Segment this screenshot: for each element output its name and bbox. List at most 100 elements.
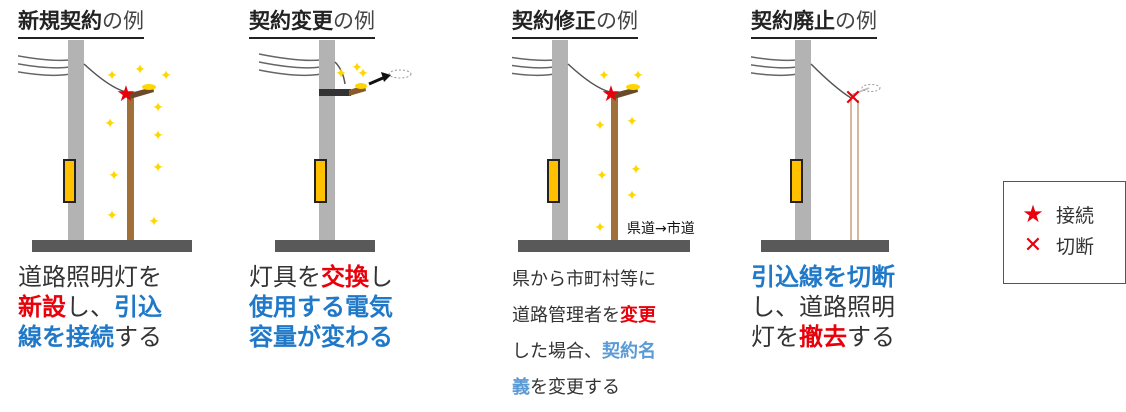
ground-base [275, 240, 375, 252]
svg-text:✦: ✦ [351, 60, 363, 76]
desc-text: 道路照明灯を [18, 263, 162, 291]
desc-line: 県から市町村等に [512, 262, 656, 298]
panel-title: 契約変更の例 [249, 6, 375, 39]
desc-line: 線を接続する [18, 322, 162, 352]
desc-line: 容量が変わる [249, 322, 393, 352]
connection-star-icon: ★ [601, 82, 621, 107]
desc-text: した場合、 [512, 341, 602, 362]
svg-text:✦: ✦ [626, 114, 638, 130]
desc-line: 引込線を切断 [751, 262, 895, 292]
desc-text: する [114, 323, 162, 351]
desc-text: 道路管理者を [512, 305, 620, 326]
utility-wires [751, 56, 798, 77]
panel-title: 新規契約の例 [18, 6, 144, 39]
utility-wires [258, 53, 322, 77]
lighting-pole [127, 96, 134, 243]
svg-text:✦: ✦ [626, 188, 638, 204]
desc-text: 灯を [751, 323, 799, 351]
title-suffix: の例 [333, 9, 375, 33]
ground-base [32, 240, 192, 252]
legend-label: 接続 [1056, 204, 1095, 227]
desc-text: 灯具を [249, 263, 321, 291]
service-wire [83, 63, 127, 93]
lamp-bracket [319, 89, 351, 96]
desc-text: し、道路照明 [751, 293, 895, 321]
svg-text:✦: ✦ [335, 66, 347, 82]
panel-description: 県から市町村等に 道路管理者を変更 した場合、契約名 義を変更する [512, 262, 656, 406]
street-lamp [610, 87, 638, 99]
desc-highlight: 線を接続 [18, 323, 114, 351]
desc-line: 灯具を交換し [249, 262, 393, 292]
service-wire [567, 63, 611, 93]
name-plate [314, 159, 327, 203]
svg-text:✦: ✦ [598, 68, 610, 84]
name-plate [63, 159, 76, 203]
utility-pole [68, 40, 84, 243]
desc-highlight: 容量が変わる [249, 323, 393, 351]
removed-lamp-outline [850, 87, 870, 96]
desc-line: 義を変更する [512, 370, 656, 406]
sparkle-icon: ✦✦✦ ✦✦✦ ✦✦✦ ✦ [104, 62, 172, 230]
illustration-contract-termination: ✕ [751, 40, 889, 252]
desc-line: 灯を撤去する [751, 322, 895, 352]
title-suffix: の例 [596, 9, 638, 33]
replace-arrow-icon [368, 76, 384, 86]
svg-text:✦: ✦ [630, 162, 642, 178]
cut-x-icon: ✕ [844, 86, 862, 111]
svg-text:✦: ✦ [596, 168, 608, 184]
svg-text:✦: ✦ [108, 168, 120, 184]
svg-text:✦: ✦ [106, 208, 118, 224]
desc-text: し [369, 263, 393, 291]
title-suffix: の例 [102, 9, 144, 33]
desc-highlight: 引込線を切断 [751, 263, 895, 291]
panel-description: 道路照明灯を 新設し、引込 線を接続する [18, 262, 162, 352]
svg-text:✦: ✦ [152, 100, 164, 116]
street-lamp [126, 87, 154, 99]
svg-text:✦: ✦ [134, 62, 146, 78]
desc-text: を変更する [530, 377, 620, 398]
lighting-pole [611, 96, 618, 243]
utility-wires [18, 55, 71, 77]
svg-text:✦: ✦ [632, 68, 644, 84]
utility-pole [795, 40, 811, 243]
svg-text:✦: ✦ [160, 68, 172, 84]
svg-text:✦: ✦ [148, 214, 160, 230]
svg-text:✦: ✦ [357, 66, 369, 82]
panel-description: 灯具を交換し 使用する電気 容量が変わる [249, 262, 393, 352]
illustration-contract-correction: ★ ✦ ✦ ✦ ✦ ✦ ✦ ✦ ✦ [512, 40, 690, 252]
illustration-contract-change: ✦✦✦ [258, 40, 412, 252]
utility-wires [512, 56, 555, 77]
desc-line: 道路照明灯を [18, 262, 162, 292]
panel-contract-termination: 契約廃止の例 ✕ 引込線を切断 し、道路照明 灯を撤去する [751, 0, 971, 412]
road-transfer-label: 県道→市道 [627, 221, 695, 237]
ground-base [518, 240, 690, 252]
svg-text:✦: ✦ [594, 220, 606, 236]
desc-highlight: 交換 [321, 263, 369, 291]
desc-highlight: 使用する電気 [249, 293, 393, 321]
removed-lighting-pole [850, 100, 859, 243]
star-icon: ★ [1022, 200, 1044, 228]
desc-highlight: 義 [512, 377, 530, 398]
panel-contract-change: 契約変更の例 ✦✦✦ 灯具を交換し 使用する電気 容量が変わる [249, 0, 469, 412]
title-main: 契約変更 [249, 9, 333, 33]
panel-contract-correction: 契約修正の例 ★ ✦ ✦ ✦ ✦ ✦ ✦ ✦ ✦ 県から市町村等に 道路管理者を変更 した… [512, 0, 732, 412]
desc-highlight: 契約名 [602, 341, 656, 362]
legend-item-cut: ✕切断 [1020, 232, 1094, 259]
svg-text:✦: ✦ [594, 118, 606, 134]
connection-star-icon: ★ [116, 82, 136, 107]
name-plate [790, 159, 803, 203]
desc-line: 新設し、引込 [18, 292, 162, 322]
svg-text:✦: ✦ [104, 116, 116, 132]
legend-label: 切断 [1056, 236, 1095, 258]
panel-description: 引込線を切断 し、道路照明 灯を撤去する [751, 262, 895, 352]
desc-line: 道路管理者を変更 [512, 298, 656, 334]
utility-pole [319, 40, 335, 243]
desc-highlight: 新設 [18, 293, 66, 321]
svg-text:✦: ✦ [152, 160, 164, 176]
panel-title: 契約修正の例 [512, 6, 638, 39]
legend-box: ★ 接続 ✕切断 [1003, 181, 1126, 284]
svg-text:✦: ✦ [106, 68, 118, 84]
title-main: 契約廃止 [751, 9, 835, 33]
desc-highlight: 変更 [620, 305, 656, 326]
new-lamp-outline [388, 69, 412, 79]
